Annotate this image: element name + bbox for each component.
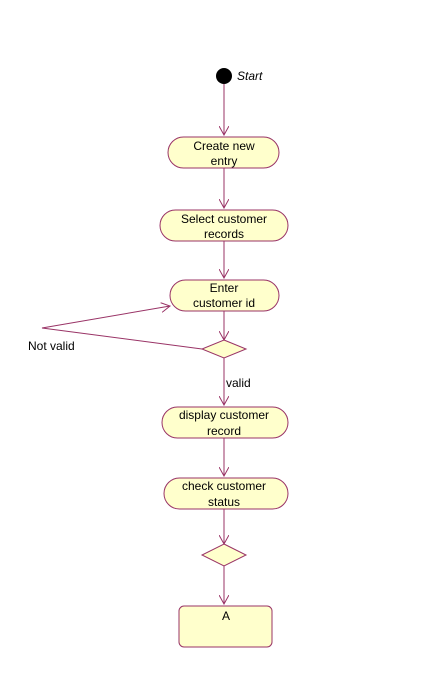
activity-create-entry-line1: Create new [193,139,255,153]
edge-not-valid-loop [41,306,203,350]
activity-enter-id-line1: Enter [210,281,239,295]
connector-a-label: A [222,609,230,623]
decision-validate-id [200,339,248,359]
start-node [216,68,232,84]
decision-status [200,543,248,567]
start-label: Start [237,69,263,83]
activity-select-records: Select customer records [159,209,289,242]
activity-select-records-line1: Select customer [181,212,267,226]
activity-enter-id-line2: customer id [193,296,255,310]
activity-check-status-line2: status [208,495,240,509]
activity-enter-id: Enter customer id [169,279,280,312]
guard-not-valid: Not valid [28,339,75,353]
activity-display-record-line1: display customer [179,408,269,422]
connector-a: A [178,605,273,648]
activity-create-entry: Create new entry [167,136,280,169]
activity-display-record-line2: record [207,424,241,438]
activity-select-records-line2: records [204,227,244,241]
activity-create-entry-line2: entry [211,154,238,168]
activity-display-record: display customer record [161,406,289,439]
activity-check-status-line1: check customer [182,479,266,493]
activity-check-status: check customer status [163,477,289,510]
guard-valid: valid [226,376,251,390]
